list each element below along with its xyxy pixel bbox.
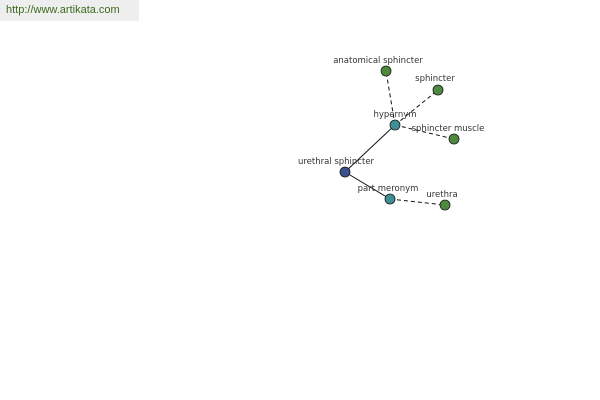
- edge-hypernym-sphincter: [394, 89, 439, 126]
- node-part-meronym-dot[interactable]: [384, 193, 396, 205]
- edge-hypernym-sphincter-muscle: [394, 124, 455, 140]
- node-sphincter-muscle-label: sphincter muscle: [412, 124, 485, 134]
- node-sphincter-dot[interactable]: [432, 84, 444, 96]
- node-sphincter[interactable]: sphincter: [415, 74, 455, 96]
- edge-center-part-meronym: [344, 171, 391, 200]
- node-hypernym[interactable]: hypernym: [373, 110, 417, 131]
- node-urethra[interactable]: urethra: [426, 190, 458, 211]
- node-part-meronym-label: part meronym: [358, 184, 419, 194]
- node-urethra-label: urethra: [426, 190, 457, 200]
- edge-hypernym-anatomical-sphincter: [385, 70, 396, 126]
- node-sphincter-muscle[interactable]: sphincter muscle: [412, 124, 485, 145]
- edge-center-hypernym: [344, 124, 396, 173]
- node-urethra-dot[interactable]: [439, 199, 451, 211]
- edges: [344, 70, 455, 206]
- node-sphincter-label: sphincter: [415, 74, 455, 84]
- node-anatomical-sphincter-dot[interactable]: [380, 65, 392, 77]
- node-hypernym-dot[interactable]: [389, 119, 401, 131]
- node-sphincter-muscle-dot[interactable]: [448, 133, 460, 145]
- node-urethral-sphincter-dot[interactable]: [339, 166, 351, 178]
- node-urethral-sphincter[interactable]: urethral sphincter: [298, 157, 375, 178]
- node-part-meronym[interactable]: part meronym: [358, 184, 419, 205]
- edge-part-meronym-urethra: [389, 198, 446, 206]
- node-anatomical-sphincter-label: anatomical sphincter: [333, 56, 423, 66]
- node-anatomical-sphincter[interactable]: anatomical sphincter: [333, 56, 423, 77]
- source-bar: http://www.artikata.com: [0, 0, 139, 21]
- node-hypernym-label: hypernym: [373, 110, 416, 120]
- node-urethral-sphincter-label: urethral sphincter: [298, 157, 375, 167]
- source-link[interactable]: http://www.artikata.com: [6, 4, 120, 16]
